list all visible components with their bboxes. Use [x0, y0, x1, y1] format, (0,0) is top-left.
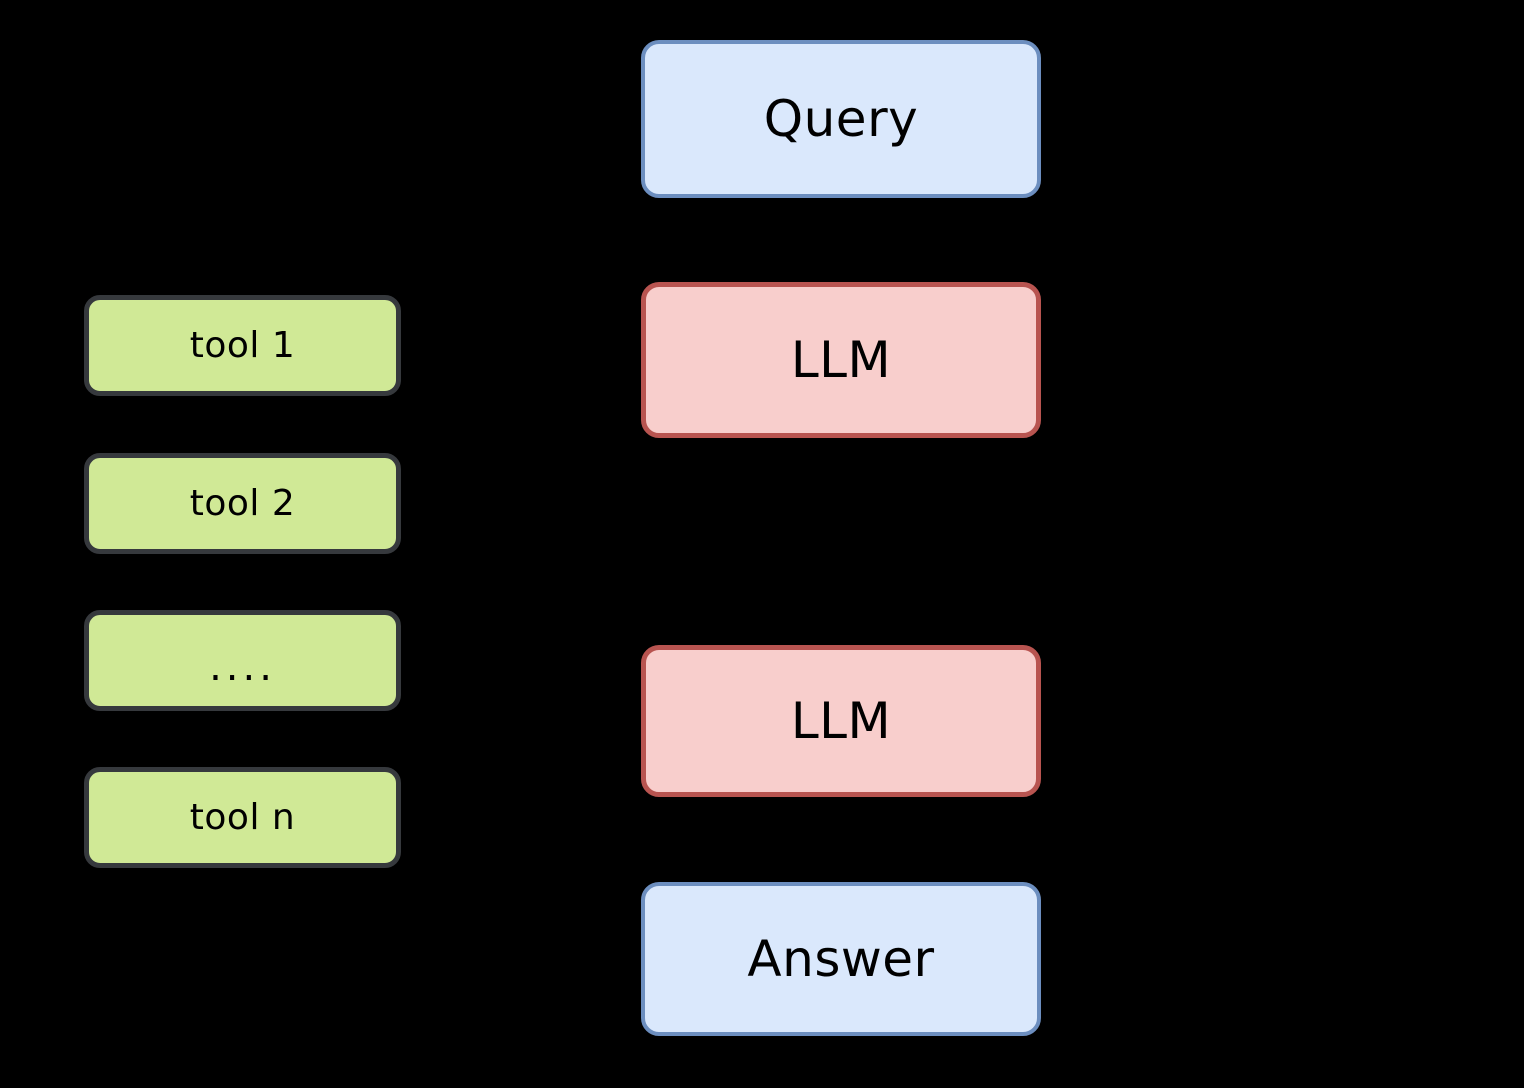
- node-tool-2-label: tool 2: [189, 482, 296, 524]
- node-tool-ellipsis[interactable]: ....: [84, 610, 401, 711]
- node-query-label: Query: [763, 89, 919, 148]
- node-llm-first-label: LLM: [790, 330, 892, 389]
- node-tool-1[interactable]: tool 1: [84, 295, 401, 396]
- node-answer-label: Answer: [747, 929, 935, 988]
- node-tool-n[interactable]: tool n: [84, 767, 401, 868]
- node-tool-n-label: tool n: [189, 796, 296, 838]
- node-tool-ellipsis-label: ....: [209, 643, 276, 690]
- node-tool-1-label: tool 1: [189, 324, 296, 366]
- node-llm-first[interactable]: LLM: [641, 282, 1041, 438]
- node-llm-second-label: LLM: [790, 691, 892, 750]
- node-llm-second[interactable]: LLM: [641, 645, 1041, 797]
- node-query[interactable]: Query: [641, 40, 1041, 198]
- node-tool-2[interactable]: tool 2: [84, 453, 401, 554]
- node-answer[interactable]: Answer: [641, 882, 1041, 1036]
